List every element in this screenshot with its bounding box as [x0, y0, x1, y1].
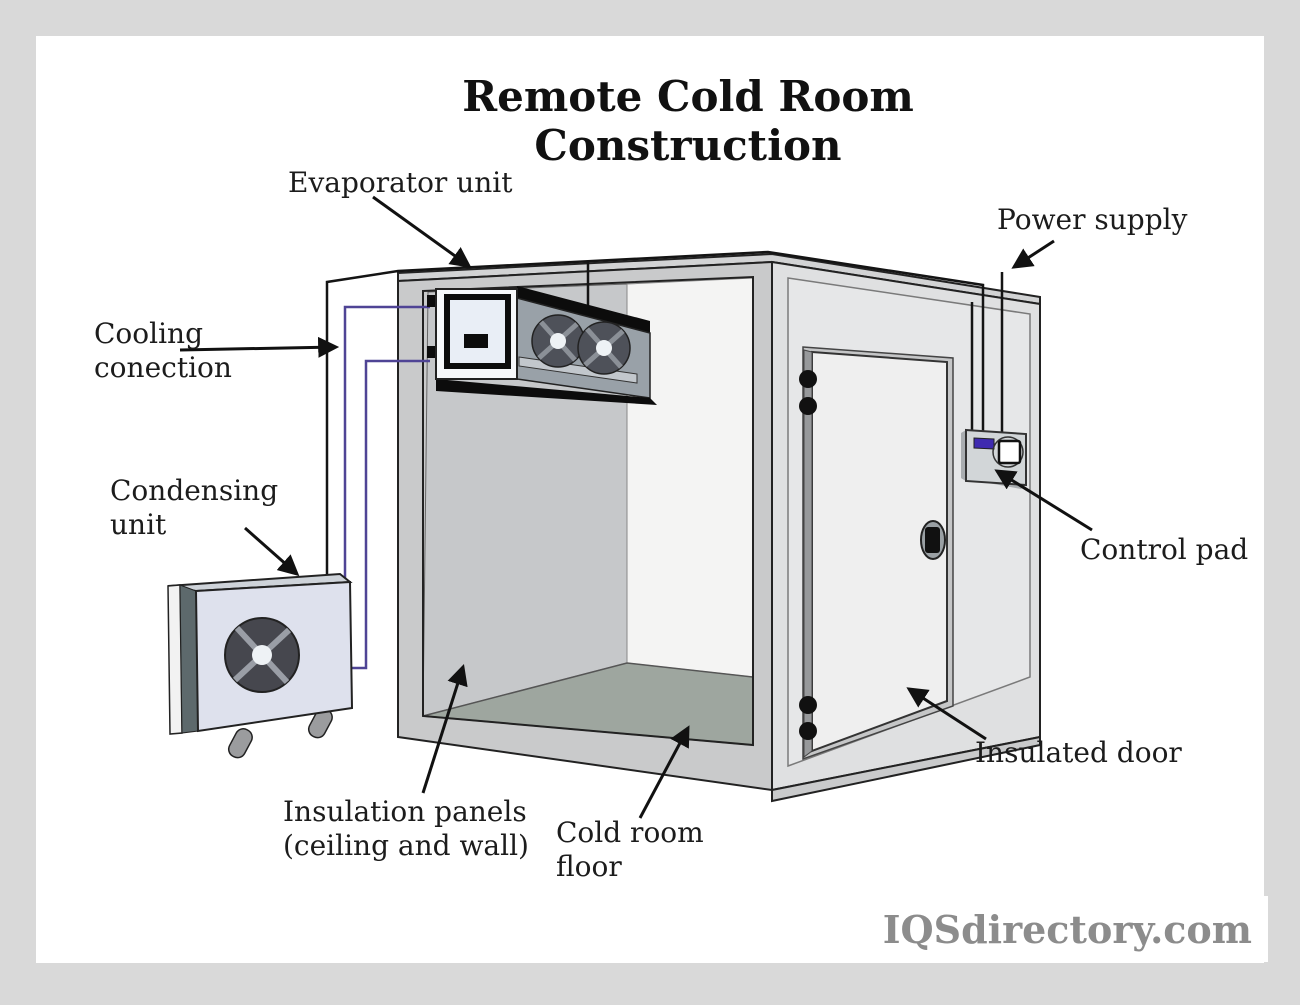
control-pad-dial	[992, 436, 1024, 468]
callout-arrows	[179, 195, 1093, 819]
control-pad-display	[973, 437, 995, 450]
evaporator-display	[444, 294, 511, 369]
evaporator-mount-tab	[427, 346, 436, 358]
arrow-floor	[638, 725, 690, 819]
control-pad	[961, 428, 1027, 489]
arrow-power	[1011, 239, 1055, 269]
evaporator-bottom-band	[436, 379, 657, 405]
door-hinge-icon	[799, 397, 817, 415]
control-pad-button	[997, 439, 1022, 465]
cooling-line-1	[343, 305, 430, 581]
label-control-pad: Control pad	[1080, 533, 1249, 566]
arrow-condensing	[244, 526, 300, 577]
door-hinge-icon	[799, 696, 817, 714]
cooling-line-2	[350, 359, 430, 670]
arrow-cooling	[179, 336, 340, 358]
label-condensing-unit: Condensing unit	[110, 474, 279, 541]
bottom-skirt	[771, 735, 1041, 803]
insulated-door	[799, 346, 954, 761]
label-cooling-connection: Cooling conection	[94, 317, 232, 384]
control-pad-shadow	[961, 430, 966, 481]
label-cold-room-floor: Cold room floor	[556, 816, 704, 883]
arrow-panels	[421, 663, 468, 794]
door-handle-grip	[925, 527, 940, 553]
evaporator-display-dash	[464, 334, 488, 348]
door-hinge-icon	[799, 722, 817, 740]
label-insulated-door: Insulated door	[975, 736, 1182, 769]
evaporator-fan-icon	[577, 321, 631, 375]
label-evaporator-unit: Evaporator unit	[288, 166, 513, 199]
evaporator-unit	[427, 286, 657, 405]
evaporator-mount-tab	[427, 295, 436, 307]
wires	[325, 250, 1004, 670]
condensing-foot	[227, 728, 253, 759]
condensing-unit	[167, 572, 354, 759]
condensing-fan-icon	[224, 617, 300, 693]
power-cable-main	[325, 250, 985, 576]
door-hinge-icon	[799, 370, 817, 388]
label-power-supply: Power supply	[997, 203, 1188, 236]
evaporator-fan-icon	[531, 314, 585, 368]
door-hinge-strip	[803, 349, 813, 758]
arrow-door	[906, 687, 987, 741]
watermark-text: IQSdirectory.com	[882, 906, 1252, 952]
arrow-evaporator	[372, 195, 472, 268]
evaporator-top-band	[517, 286, 650, 333]
diagram-title: Remote Cold Room Construction	[462, 72, 914, 170]
opening-outline	[422, 275, 754, 747]
arrow-control	[994, 469, 1093, 532]
label-insulation-panels: Insulation panels (ceiling and wall)	[283, 795, 529, 862]
watermark-box: IQSdirectory.com	[883, 896, 1268, 962]
